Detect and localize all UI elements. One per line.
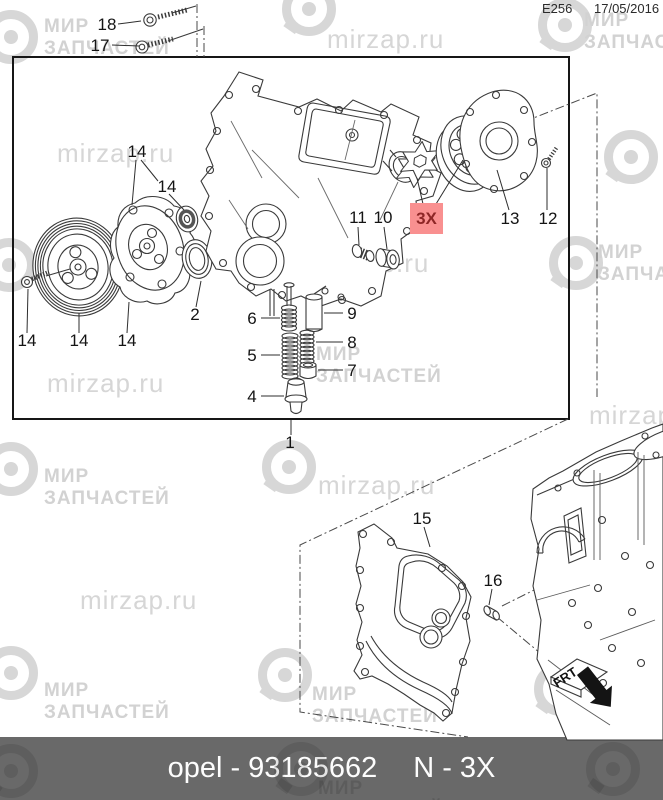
- plug-11: [351, 244, 375, 262]
- callout-10: 10: [373, 208, 393, 227]
- callout-7: 7: [347, 361, 357, 380]
- engine-block: [530, 423, 663, 741]
- plug-10: [375, 248, 400, 270]
- callout-14: 14: [17, 331, 37, 350]
- frt-direction-arrow: FRT: [549, 658, 612, 707]
- watermark-url: mirzap.ru: [80, 585, 198, 615]
- watermark-logo: [538, 0, 592, 52]
- relief-valve-parts: [280, 282, 327, 415]
- callout-14: 14: [127, 142, 147, 161]
- watermark-url: mirzap.ru: [318, 470, 436, 500]
- watermark-logo: [274, 742, 328, 796]
- watermark-logo: [0, 646, 38, 700]
- watermark-logo: [282, 0, 336, 36]
- footer-part-number: opel - 93185662: [167, 752, 378, 784]
- callout-17: 17: [90, 36, 110, 55]
- callout-15: 15: [412, 509, 432, 528]
- diagram-date: 17/05/2016: [594, 1, 660, 16]
- callout-9: 9: [347, 304, 357, 323]
- watermark-logo: [549, 236, 603, 290]
- callout-6: 6: [247, 309, 257, 328]
- spring-5: [281, 332, 299, 380]
- pump-cover-plate: [459, 89, 538, 194]
- callout-4: 4: [247, 387, 257, 406]
- watermark-url: mirzap.ru: [57, 138, 175, 168]
- callout-14: 14: [117, 331, 137, 350]
- watermark-logo: [0, 10, 38, 64]
- callout-13: 13: [500, 209, 520, 228]
- highlight-badge-3x: 3X: [410, 203, 443, 234]
- watermark-logo: [0, 442, 38, 496]
- spring-6: [280, 304, 298, 332]
- watermark-logo: [258, 648, 312, 702]
- callout-18: 18: [97, 15, 117, 34]
- callout-11: 11: [349, 208, 367, 227]
- callout-16: 16: [483, 571, 503, 590]
- pulley-axis-line: [45, 268, 71, 277]
- bolt-12: [540, 145, 559, 169]
- water-pump: [109, 196, 197, 305]
- callout-12: 12: [538, 209, 558, 228]
- dowel-pin-16: [483, 605, 500, 621]
- pump-seal: [175, 205, 199, 233]
- bolt-18: [143, 5, 197, 27]
- callout-5: 5: [247, 346, 257, 365]
- spring-8: [299, 329, 315, 365]
- pulley-bolt: [20, 269, 50, 289]
- leader-lines: [26, 20, 548, 606]
- callout-2: 2: [190, 305, 200, 324]
- watermark-logo: [0, 744, 38, 798]
- bolt-17: [135, 28, 204, 54]
- watermark-url: mirzap.ru: [47, 368, 165, 398]
- watermark-url: mirzap.ru: [589, 400, 663, 430]
- watermark-logo: [586, 742, 640, 796]
- callout-14: 14: [157, 177, 177, 196]
- callout-8: 8: [347, 333, 357, 352]
- front-cover-gasket: [353, 523, 472, 722]
- watermark-url: mirzap.ru: [327, 24, 445, 54]
- callout-14: 14: [69, 331, 89, 350]
- piston-9: [305, 293, 323, 333]
- main-view-frame: [12, 56, 570, 420]
- footer-quantity: N - 3X: [413, 752, 496, 784]
- watermark-logo: [262, 440, 316, 494]
- plug-4: [284, 377, 308, 415]
- cup-7: [299, 361, 317, 380]
- diagram-code: E256: [542, 1, 573, 16]
- callout-1: 1: [285, 433, 295, 452]
- footer-bar: opel - 93185662 N - 3X: [0, 737, 663, 800]
- oil-pump-inner-rotor: [395, 141, 440, 189]
- watermark-logo: [604, 130, 658, 184]
